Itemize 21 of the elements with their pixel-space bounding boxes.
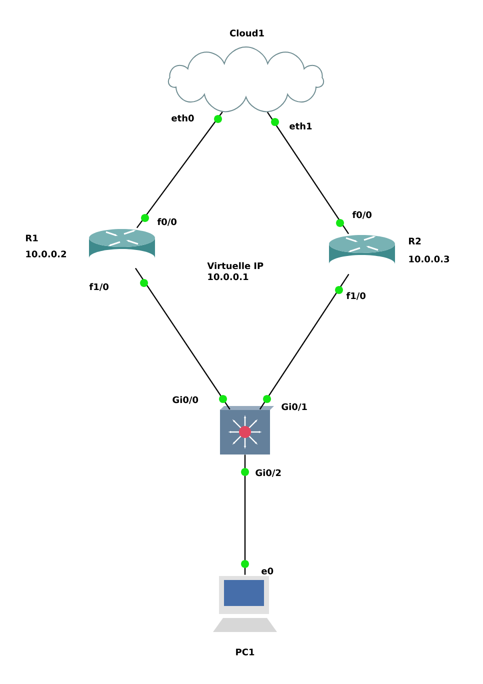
- port-label: Gi0/0: [172, 396, 198, 404]
- device-label: R2: [409, 238, 421, 244]
- port-label: Gi0/2: [256, 469, 281, 477]
- port-label: e0: [262, 568, 274, 574]
- device-label: PC1: [236, 648, 254, 656]
- switch-drawing: [220, 406, 274, 454]
- port-label: Gi0/1: [282, 403, 307, 411]
- device-label: Cloud1: [230, 30, 264, 36]
- port-label: f0/0: [157, 218, 176, 226]
- device-label: R1: [26, 234, 38, 242]
- link-line: [135, 268, 230, 410]
- link-line: [244, 454, 246, 575]
- device-label: 10.0.0.2: [26, 250, 66, 258]
- link-line: [259, 274, 350, 410]
- port-label: f1/0: [346, 292, 366, 300]
- device-label: 10.0.0.3: [409, 256, 450, 262]
- port-label: f0/0: [352, 211, 372, 219]
- port-label: eth1: [290, 122, 312, 130]
- port-label: f1/0: [89, 283, 108, 291]
- note-label: Virtuelle IP 10.0.0.1: [207, 262, 264, 280]
- link-line: [136, 112, 223, 228]
